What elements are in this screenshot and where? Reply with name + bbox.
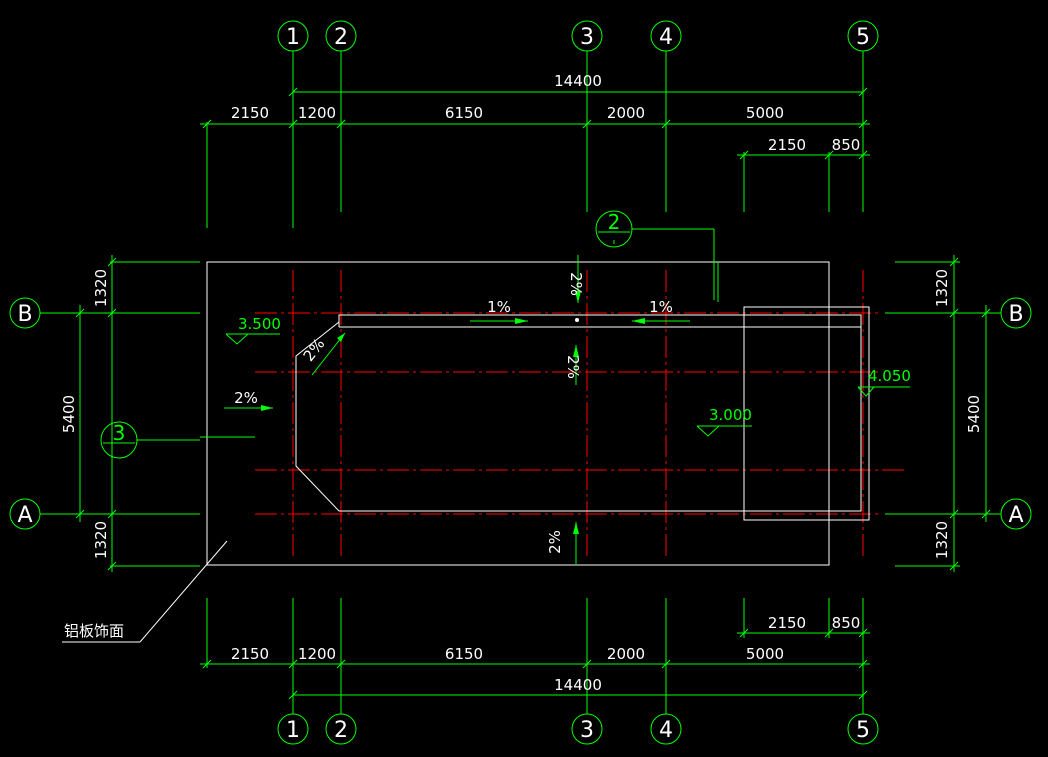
slope-annotations: 1% 1% 2% 2% 2% 2% 2% (224, 255, 690, 564)
slope-middle-vertical-label: 2% (564, 355, 582, 379)
elevation-right-label: 4.050 (868, 367, 911, 385)
dim-bottom-total: 14400 (554, 676, 602, 694)
grid-label-left-b: B (17, 302, 32, 327)
dim-top-seg-3: 6150 (445, 104, 483, 122)
bottom-dimensions: 2150 850 2150 1200 6150 2000 5000 14400 (200, 614, 870, 700)
row-grid-bubbles: B A B A (9, 297, 1032, 530)
dim-top-sub-2: 850 (832, 136, 861, 154)
dim-top-seg-1: 2150 (231, 104, 269, 122)
bottom-grid-bubbles: 1 2 3 4 5 (277, 713, 879, 745)
axis-lines (255, 270, 905, 560)
grid-label-bottom-3: 3 (580, 718, 594, 743)
dim-bottom-sub-2: 850 (832, 614, 861, 632)
dim-top-total: 14400 (554, 72, 602, 90)
grid-label-bottom-2: 2 (334, 718, 348, 743)
roof-outline (206, 261, 870, 566)
grid-label-top-4: 4 (659, 25, 673, 50)
top-grid-bubbles: 1 2 3 4 5 (277, 20, 879, 52)
dim-bottom-seg-1: 2150 (231, 645, 269, 663)
elevation-marks: 3.500 3.000 4.050 (225, 315, 911, 437)
dim-right-1320-bottom: 1320 (933, 521, 951, 559)
dim-bottom-seg-5: 5000 (746, 645, 784, 663)
grid-label-top-5: 5 (856, 25, 870, 50)
slope-upper-vertical-label: 2% (567, 272, 585, 296)
detail-callouts: 2 3 (100, 210, 719, 459)
material-note: 铝板饰面 (62, 540, 228, 643)
slope-top-left-label: 1% (487, 298, 511, 316)
detail-callout-2-label: 2 (608, 210, 621, 234)
dim-top-sub-1: 2150 (768, 136, 806, 154)
dim-right-1320-top: 1320 (933, 269, 951, 307)
slope-left-horizontal-label: 2% (234, 389, 258, 407)
grid-label-bottom-4: 4 (659, 718, 673, 743)
dim-top-seg-4: 2000 (607, 104, 645, 122)
dim-bottom-seg-4: 2000 (607, 645, 645, 663)
material-note-label: 铝板饰面 (64, 622, 124, 640)
grid-label-left-a: A (17, 503, 32, 528)
dim-top-seg-5: 5000 (746, 104, 784, 122)
dim-bottom-seg-2: 1200 (298, 645, 336, 663)
dim-bottom-seg-3: 6150 (445, 645, 483, 663)
dim-bottom-sub-1: 2150 (768, 614, 806, 632)
detail-callout-3-label: 3 (113, 421, 126, 445)
elevation-left-label: 3.500 (238, 315, 281, 333)
left-dimensions: 1320 5400 1320 (60, 255, 117, 572)
right-dimensions: 1320 5400 1320 (933, 255, 991, 572)
dim-left-5400: 5400 (60, 395, 78, 433)
grid-label-top-3: 3 (580, 25, 594, 50)
inner-roof-outline (295, 314, 862, 512)
grid-label-right-b: B (1008, 302, 1023, 327)
outer-roof-outline (206, 261, 830, 566)
grid-label-bottom-5: 5 (856, 718, 870, 743)
slope-corner-label: 2% (300, 335, 329, 365)
grid-label-bottom-1: 1 (286, 718, 300, 743)
grid-label-right-a: A (1008, 503, 1023, 528)
top-dimensions: 14400 2150 1200 6150 2000 5000 2150 850 (200, 72, 870, 160)
dim-left-1320-bottom: 1320 (92, 521, 110, 559)
grid-label-top-1: 1 (286, 25, 300, 50)
dim-right-5400: 5400 (965, 395, 983, 433)
grid-label-top-2: 2 (334, 25, 348, 50)
elevation-center-label: 3.000 (709, 406, 752, 424)
dim-left-1320-top: 1320 (92, 269, 110, 307)
slope-lower-vertical-label: 2% (546, 530, 564, 554)
dim-top-seg-2: 1200 (298, 104, 336, 122)
slope-top-right-label: 1% (649, 298, 673, 316)
right-wing-outline (743, 306, 870, 521)
